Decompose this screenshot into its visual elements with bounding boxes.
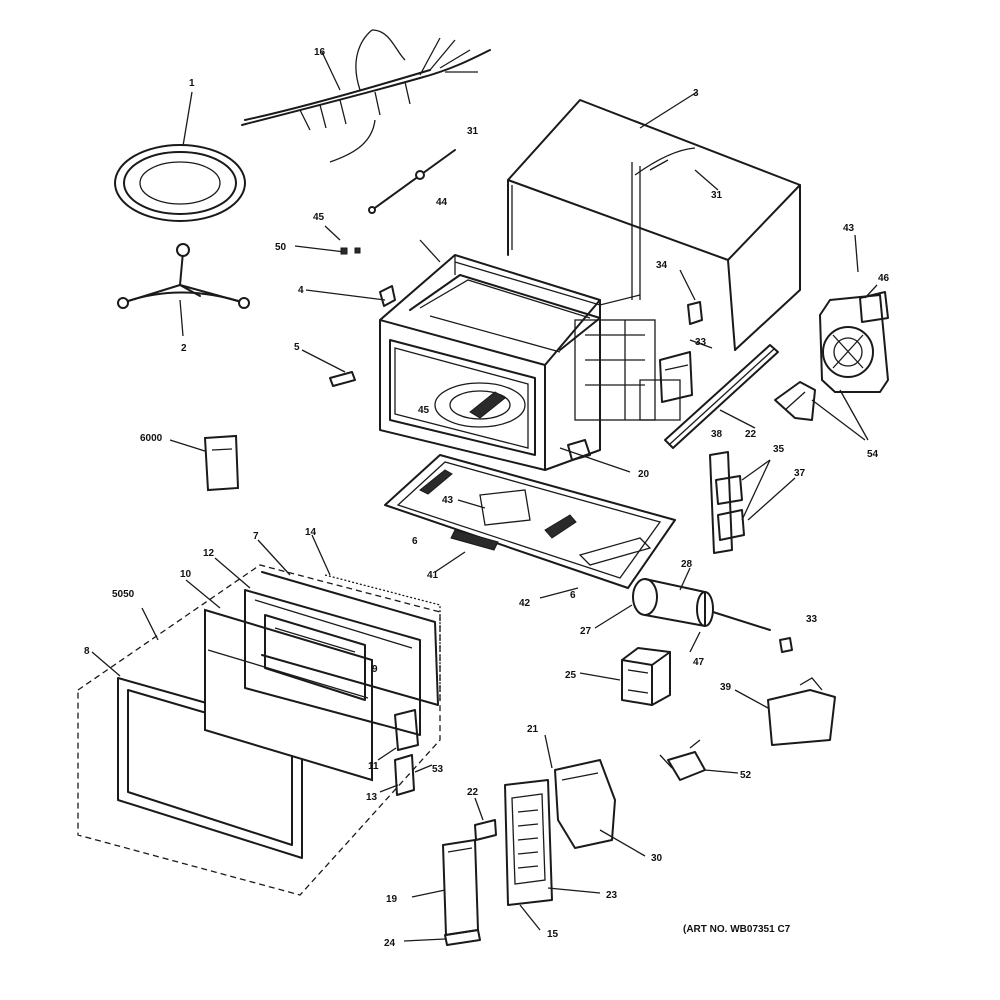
label-fan-motor: 46 [878,273,890,284]
label-door-outer: 8 [84,646,90,657]
label-wire-harness: 16 [314,47,326,58]
relay [659,739,739,781]
label-clip-a: 4 [298,285,304,296]
label-control-frame: 21 [527,724,539,735]
label-glass-tray: 1 [189,78,195,89]
label-door-frame: 7 [253,531,259,542]
art-number: (ART NO. WB07351 C7 [683,924,791,935]
label-hinge: 11 [368,761,379,772]
label-capacitor-lead: 47 [693,657,705,668]
label-bracket-right: 54 [867,449,879,460]
label-control-screw: 15 [547,929,559,940]
label-relay: 52 [740,770,752,781]
label-interlock: 35 [773,444,785,455]
label-cavity: 45 [418,405,430,416]
label-base-bolt-b: 6 [570,590,576,601]
label-control-foot: 24 [384,938,396,949]
fan-motor-assembly [774,234,889,441]
label-base-bolt: 42 [519,598,531,609]
label-manual: 6000 [140,433,163,444]
label-base-sub: 43 [442,495,454,506]
wire-harness [241,29,491,163]
label-cabinet-screw: 31 [711,190,723,201]
base-plate [384,454,676,599]
fuse-holder [734,677,836,746]
label-latch-spring: 31 [467,126,479,137]
label-capacitor-end: 33 [806,614,818,625]
clip-and-lever [301,285,396,387]
label-hinge-c: 53 [432,764,444,775]
label-magnetron: 28 [681,559,693,570]
label-roller-ring: 2 [181,343,187,354]
door-assembly [77,534,441,896]
transformer [579,647,671,706]
part-labels: 1 2 16 3 31 31 45 50 44 43 46 4 5 6000 3… [84,47,890,949]
label-keypad: 19 [386,894,398,905]
label-switch-top: 34 [656,260,668,271]
label-hinge-b: 13 [366,792,378,803]
owner-manual [169,434,240,492]
label-bracket-mount: 38 [711,429,723,440]
label-door-screw: 45 [313,212,325,223]
label-control-board: 30 [651,853,663,864]
base-rail [664,344,779,449]
label-door-9: 9 [372,664,378,675]
label-base-rail: 22 [745,429,757,440]
label-control-panel: 23 [606,890,618,901]
label-door-assembly: 5050 [112,589,135,600]
latch-spring-rod [368,149,456,214]
label-base-plate: 41 [427,570,439,581]
control-panel-assembly [403,734,646,946]
door-switches [659,269,713,403]
small-screws [294,225,361,255]
outer-cabinet [507,91,801,351]
label-capacitor-clip: 27 [580,626,592,637]
label-fuse-holder: 39 [720,682,732,693]
label-cabinet: 3 [693,88,699,99]
label-grille-top: 44 [436,197,448,208]
oven-cavity [379,239,681,473]
label-lever: 5 [294,342,300,353]
capacitor [594,567,793,653]
label-screw-a: 50 [275,242,287,253]
label-fan-fastener: 43 [843,223,855,234]
interlock-switch-stack [709,451,796,554]
label-interlock-b: 37 [794,468,806,479]
label-switch-pair: 33 [695,337,707,348]
label-transformer: 25 [565,670,577,681]
label-cavity-floor: 20 [638,469,650,480]
roller-ring [117,243,250,337]
glass-tray [114,91,246,222]
label-door-panel: 12 [203,548,215,559]
label-door-seal: 14 [305,527,317,538]
label-control-small: 22 [467,787,479,798]
label-door-glass: 10 [180,569,192,580]
label-base-screw: 6 [412,536,418,547]
